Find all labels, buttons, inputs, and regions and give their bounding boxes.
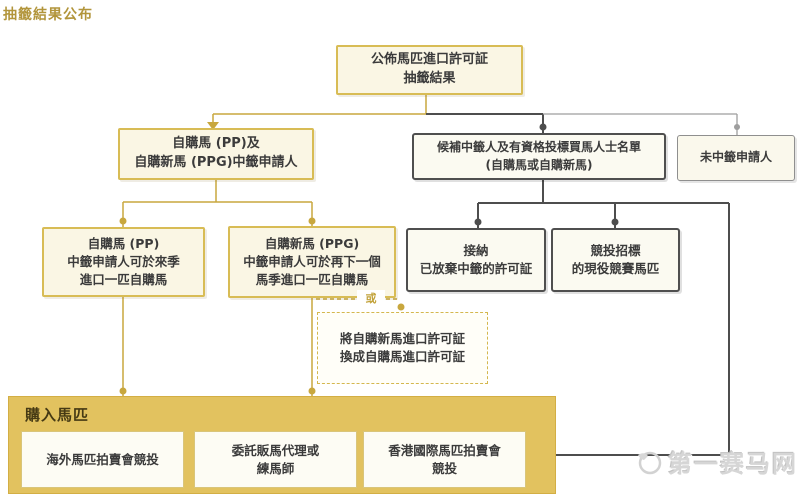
watermark-logo: 第一赛马网	[634, 444, 798, 479]
node-line: 自購馬 (PP)	[87, 235, 160, 251]
node-pp-detail: 自購馬 (PP) 中籤申請人可於來季 進口一匹自購馬	[42, 227, 205, 297]
node-line: 競投	[431, 460, 457, 476]
node-line: 香港國際馬匹拍賣會	[388, 443, 501, 458]
node-tender-horses-in-training: 競投招標 的現役競賽馬匹	[551, 228, 680, 292]
node-bloodstock-agent-trainer: 委託販馬代理或 練馬師	[194, 431, 357, 488]
node-line: 候補中籤人及有資格投標買馬人士名單	[436, 140, 641, 155]
node-announce-draw-results: 公佈馬匹進口許可証 抽籤結果	[336, 45, 523, 95]
node-hk-international-sale: 香港國際馬匹拍賣會 競投	[363, 431, 526, 488]
or-label: 或	[357, 290, 385, 306]
node-line: 公佈馬匹進口許可証	[370, 52, 488, 68]
node-line: 接納	[463, 242, 489, 258]
node-line: 中籤申請人可於再下一個	[243, 253, 381, 269]
node-line: 馬季進口一匹自購馬	[255, 272, 369, 288]
node-line: 海外馬匹拍賣會競投	[46, 451, 159, 467]
gray-connectors	[543, 113, 738, 135]
node-line: 自購新馬 (PPG)	[264, 235, 360, 251]
node-overseas-auction: 海外馬匹拍賣會競投	[21, 431, 184, 488]
node-line: 競投招標	[590, 242, 641, 258]
node-line: 委託販馬代理或	[231, 443, 320, 458]
node-ppg-detail: 自購新馬 (PPG) 中籤申請人可於再下一個 馬季進口一匹自購馬	[228, 226, 396, 298]
node-line: 自購馬 (PP)及	[172, 136, 260, 152]
node-line: 換成自購馬進口許可証	[339, 349, 465, 364]
node-pp-ppg-winners: 自購馬 (PP)及 自購新馬 (PPG)中籤申請人	[118, 128, 314, 180]
node-line: (自購馬或自購新馬)	[485, 157, 593, 172]
node-line: 進口一匹自購馬	[79, 272, 168, 288]
gray-node-markers	[734, 124, 740, 130]
node-convert-permit: 將自購新馬進口許可証 換成自購馬進口許可証	[317, 312, 488, 384]
node-line: 未中籤申請人	[699, 150, 772, 165]
horse-logo-icon	[638, 451, 662, 474]
node-line: 自購新馬 (PPG)中籤申請人	[134, 155, 298, 170]
page-title: 抽籤結果公布	[3, 7, 93, 23]
node-line: 的現役競賽馬匹	[571, 261, 660, 276]
node-line: 抽籤結果	[403, 71, 456, 86]
node-line: 將自購新馬進口許可証	[339, 330, 465, 346]
node-line: 已放棄中籤的許可証	[419, 261, 533, 276]
watermark-text: 第一赛马网	[668, 450, 798, 478]
node-accept-surrendered-permit: 接納 已放棄中籤的許可証	[406, 228, 546, 292]
purchase-section-title: 購入馬匹	[25, 406, 90, 424]
node-reserve-list: 候補中籤人及有資格投標買馬人士名單 (自購馬或自購新馬)	[412, 133, 666, 180]
node-line: 練馬師	[256, 460, 295, 476]
purchase-section: 購入馬匹 海外馬匹拍賣會競投 委託販馬代理或 練馬師 香港國際馬匹拍賣會 競投	[8, 396, 556, 494]
node-unsuccessful-applicants: 未中籤申請人	[677, 135, 795, 181]
node-line: 中籤申請人可於來季	[67, 253, 180, 269]
